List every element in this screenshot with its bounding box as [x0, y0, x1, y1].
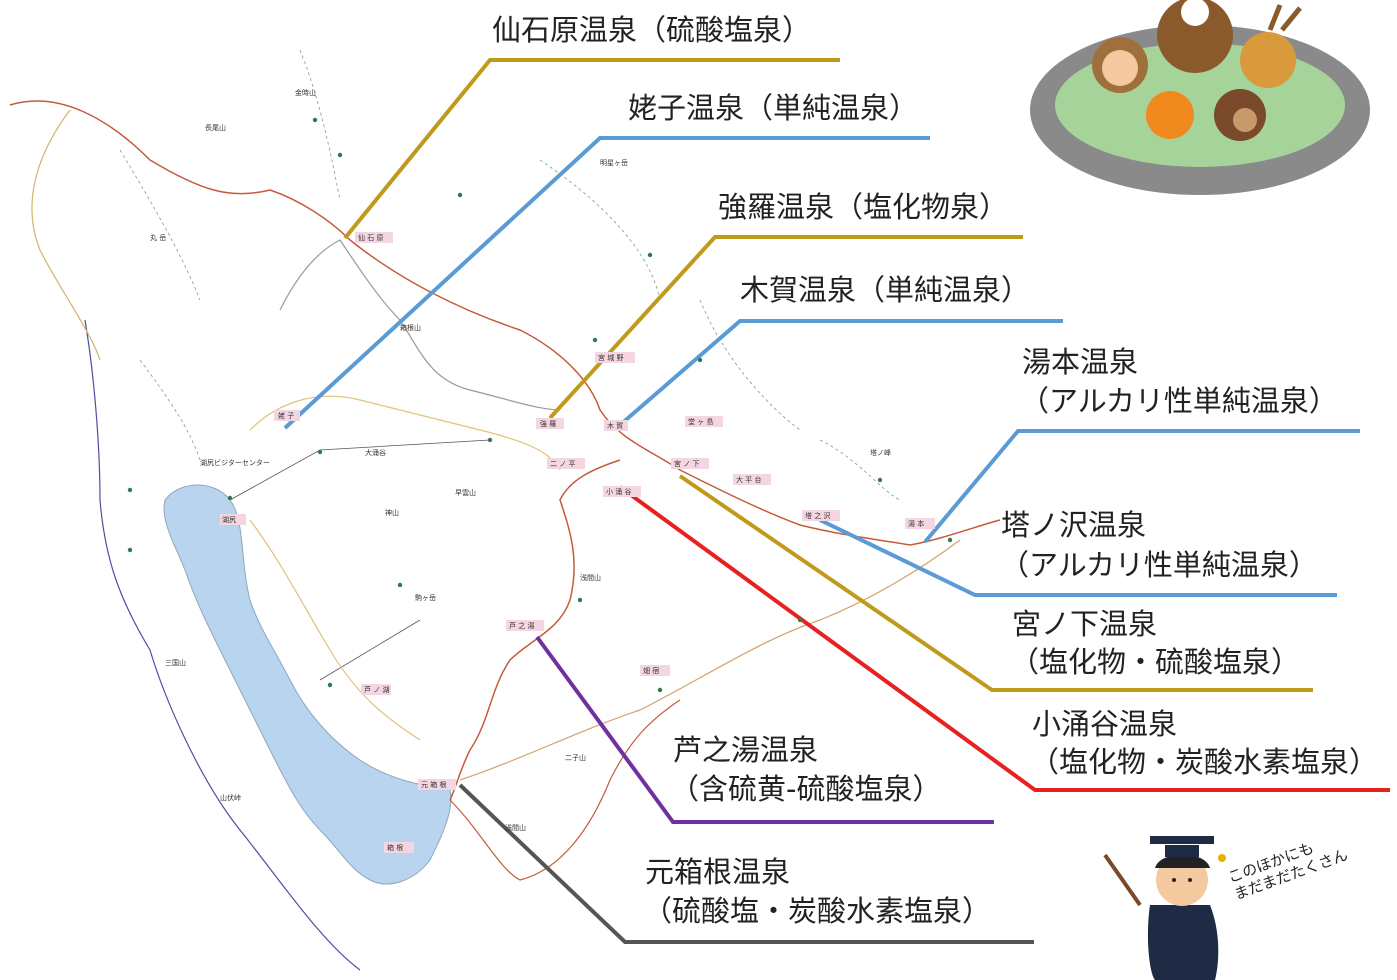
label-ashinoyu-onsen-type: （含硫黄-硫酸塩泉） [670, 772, 942, 806]
road-main [449, 459, 621, 801]
svg-text:神山: 神山 [385, 508, 399, 517]
svg-text:箱根山: 箱根山 [400, 323, 421, 332]
svg-text:大涌谷: 大涌谷 [365, 448, 386, 457]
label-motohakone-onsen: 元箱根温泉 [645, 855, 791, 889]
label-kiga-onsen: 木賀温泉（単純温泉） [740, 273, 1031, 307]
svg-text:長尾山: 長尾山 [205, 123, 226, 132]
label-miyanoshita-onsen-type: （塩化物・硫酸塩泉） [1010, 645, 1301, 679]
svg-text:湖尻ビジターセンター: 湖尻ビジターセンター [200, 458, 270, 467]
label-tonosawa-onsen-type: （アルカリ性単純温泉） [1000, 548, 1318, 582]
label-sengokuhara-onsen: 仙石原温泉（硫酸塩泉） [492, 13, 812, 47]
leader-tonosawa [819, 518, 1337, 597]
leader-miyanoshita [678, 474, 1313, 692]
onsen-animals-illustration [1030, 0, 1370, 195]
leader-gora [548, 235, 1023, 420]
svg-text:小 涌 谷: 小 涌 谷 [606, 487, 631, 496]
svg-text:芦 ノ 湖: 芦 ノ 湖 [364, 685, 389, 694]
svg-text:箱 根: 箱 根 [387, 843, 403, 852]
svg-text:明星ヶ岳: 明星ヶ岳 [600, 159, 628, 167]
label-kowakidani-onsen-type: （塩化物・炭酸水素塩泉） [1030, 745, 1379, 779]
ropeway-2 [319, 619, 421, 681]
trail-center [249, 395, 561, 741]
label-motohakone-onsen-type: （硫酸塩・炭酸水素塩泉） [643, 894, 992, 928]
label-tonosawa-onsen: 塔ノ沢温泉 [1001, 508, 1147, 542]
label-ubako-onsen: 姥子温泉（単純温泉） [628, 91, 919, 125]
svg-text:畑 宿: 畑 宿 [643, 666, 659, 675]
svg-text:丸 岳: 丸 岳 [150, 233, 166, 242]
svg-text:元 箱 根: 元 箱 根 [421, 780, 446, 789]
svg-text:湖尻: 湖尻 [222, 515, 236, 524]
svg-text:大 平 台: 大 平 台 [736, 475, 761, 484]
teacher-illustration [1103, 836, 1226, 980]
svg-text:二子山: 二子山 [565, 753, 586, 762]
svg-text:三国山: 三国山 [165, 658, 186, 667]
region-boundary [84, 319, 361, 971]
svg-text:芦 之 湯: 芦 之 湯 [509, 621, 534, 630]
leader-ubako [283, 136, 930, 430]
label-miyanoshita-onsen: 宮ノ下温泉 [1012, 607, 1158, 641]
svg-text:宮 城 野: 宮 城 野 [598, 353, 623, 362]
svg-text:浅間山: 浅間山 [505, 823, 526, 832]
ropeway-1 [229, 439, 491, 501]
label-gora-onsen: 強羅温泉（塩化物泉） [718, 190, 1009, 224]
leader-sengokuhara [343, 58, 840, 240]
leader-yumoto [923, 429, 1360, 544]
leader-motohakone [458, 783, 1034, 944]
svg-text:強 羅: 強 羅 [540, 420, 556, 428]
label-yumoto-onsen: 湯本温泉 [1022, 345, 1139, 379]
road-east [459, 539, 961, 781]
svg-text:二 ノ 平: 二 ノ 平 [550, 460, 575, 468]
svg-text:山伏峠: 山伏峠 [220, 793, 241, 802]
svg-text:早雲山: 早雲山 [455, 488, 476, 497]
svg-text:堂 ヶ 島: 堂 ヶ 島 [688, 417, 713, 426]
dotted-paths [119, 49, 901, 501]
station-dots [127, 117, 953, 693]
svg-text:宮 ノ 下: 宮 ノ 下 [674, 459, 699, 468]
svg-text:塔 之 沢: 塔 之 沢 [805, 511, 830, 520]
lake-ashinoko [163, 484, 452, 885]
svg-text:浅間山: 浅間山 [580, 573, 601, 582]
leader-ashinoyu [535, 635, 994, 824]
road-north [9, 100, 1001, 546]
map-place-labels: 仙 石 原 姥 子 強 羅 木 賀 宮 城 野 堂 ヶ 島 宮 ノ 下 大 平 … [150, 88, 935, 853]
svg-text:木 賀: 木 賀 [607, 421, 623, 430]
svg-text:姥 子: 姥 子 [278, 411, 294, 420]
svg-text:湯 本: 湯 本 [908, 519, 924, 528]
svg-text:駒ヶ岳: 駒ヶ岳 [415, 593, 436, 602]
trail-west [31, 109, 101, 361]
label-kowakidani-onsen: 小涌谷温泉 [1032, 707, 1178, 741]
road-south [449, 699, 681, 881]
leader-kowakidani [618, 485, 1390, 792]
label-ashinoyu-onsen: 芦之湯温泉 [673, 733, 819, 767]
svg-text:塔ノ峰: 塔ノ峰 [870, 448, 891, 457]
label-yumoto-onsen-type: （アルカリ性単純温泉） [1020, 384, 1338, 418]
leader-kiga [618, 319, 1063, 427]
svg-text:仙 石 原: 仙 石 原 [358, 233, 383, 242]
svg-text:金時山: 金時山 [295, 88, 316, 97]
